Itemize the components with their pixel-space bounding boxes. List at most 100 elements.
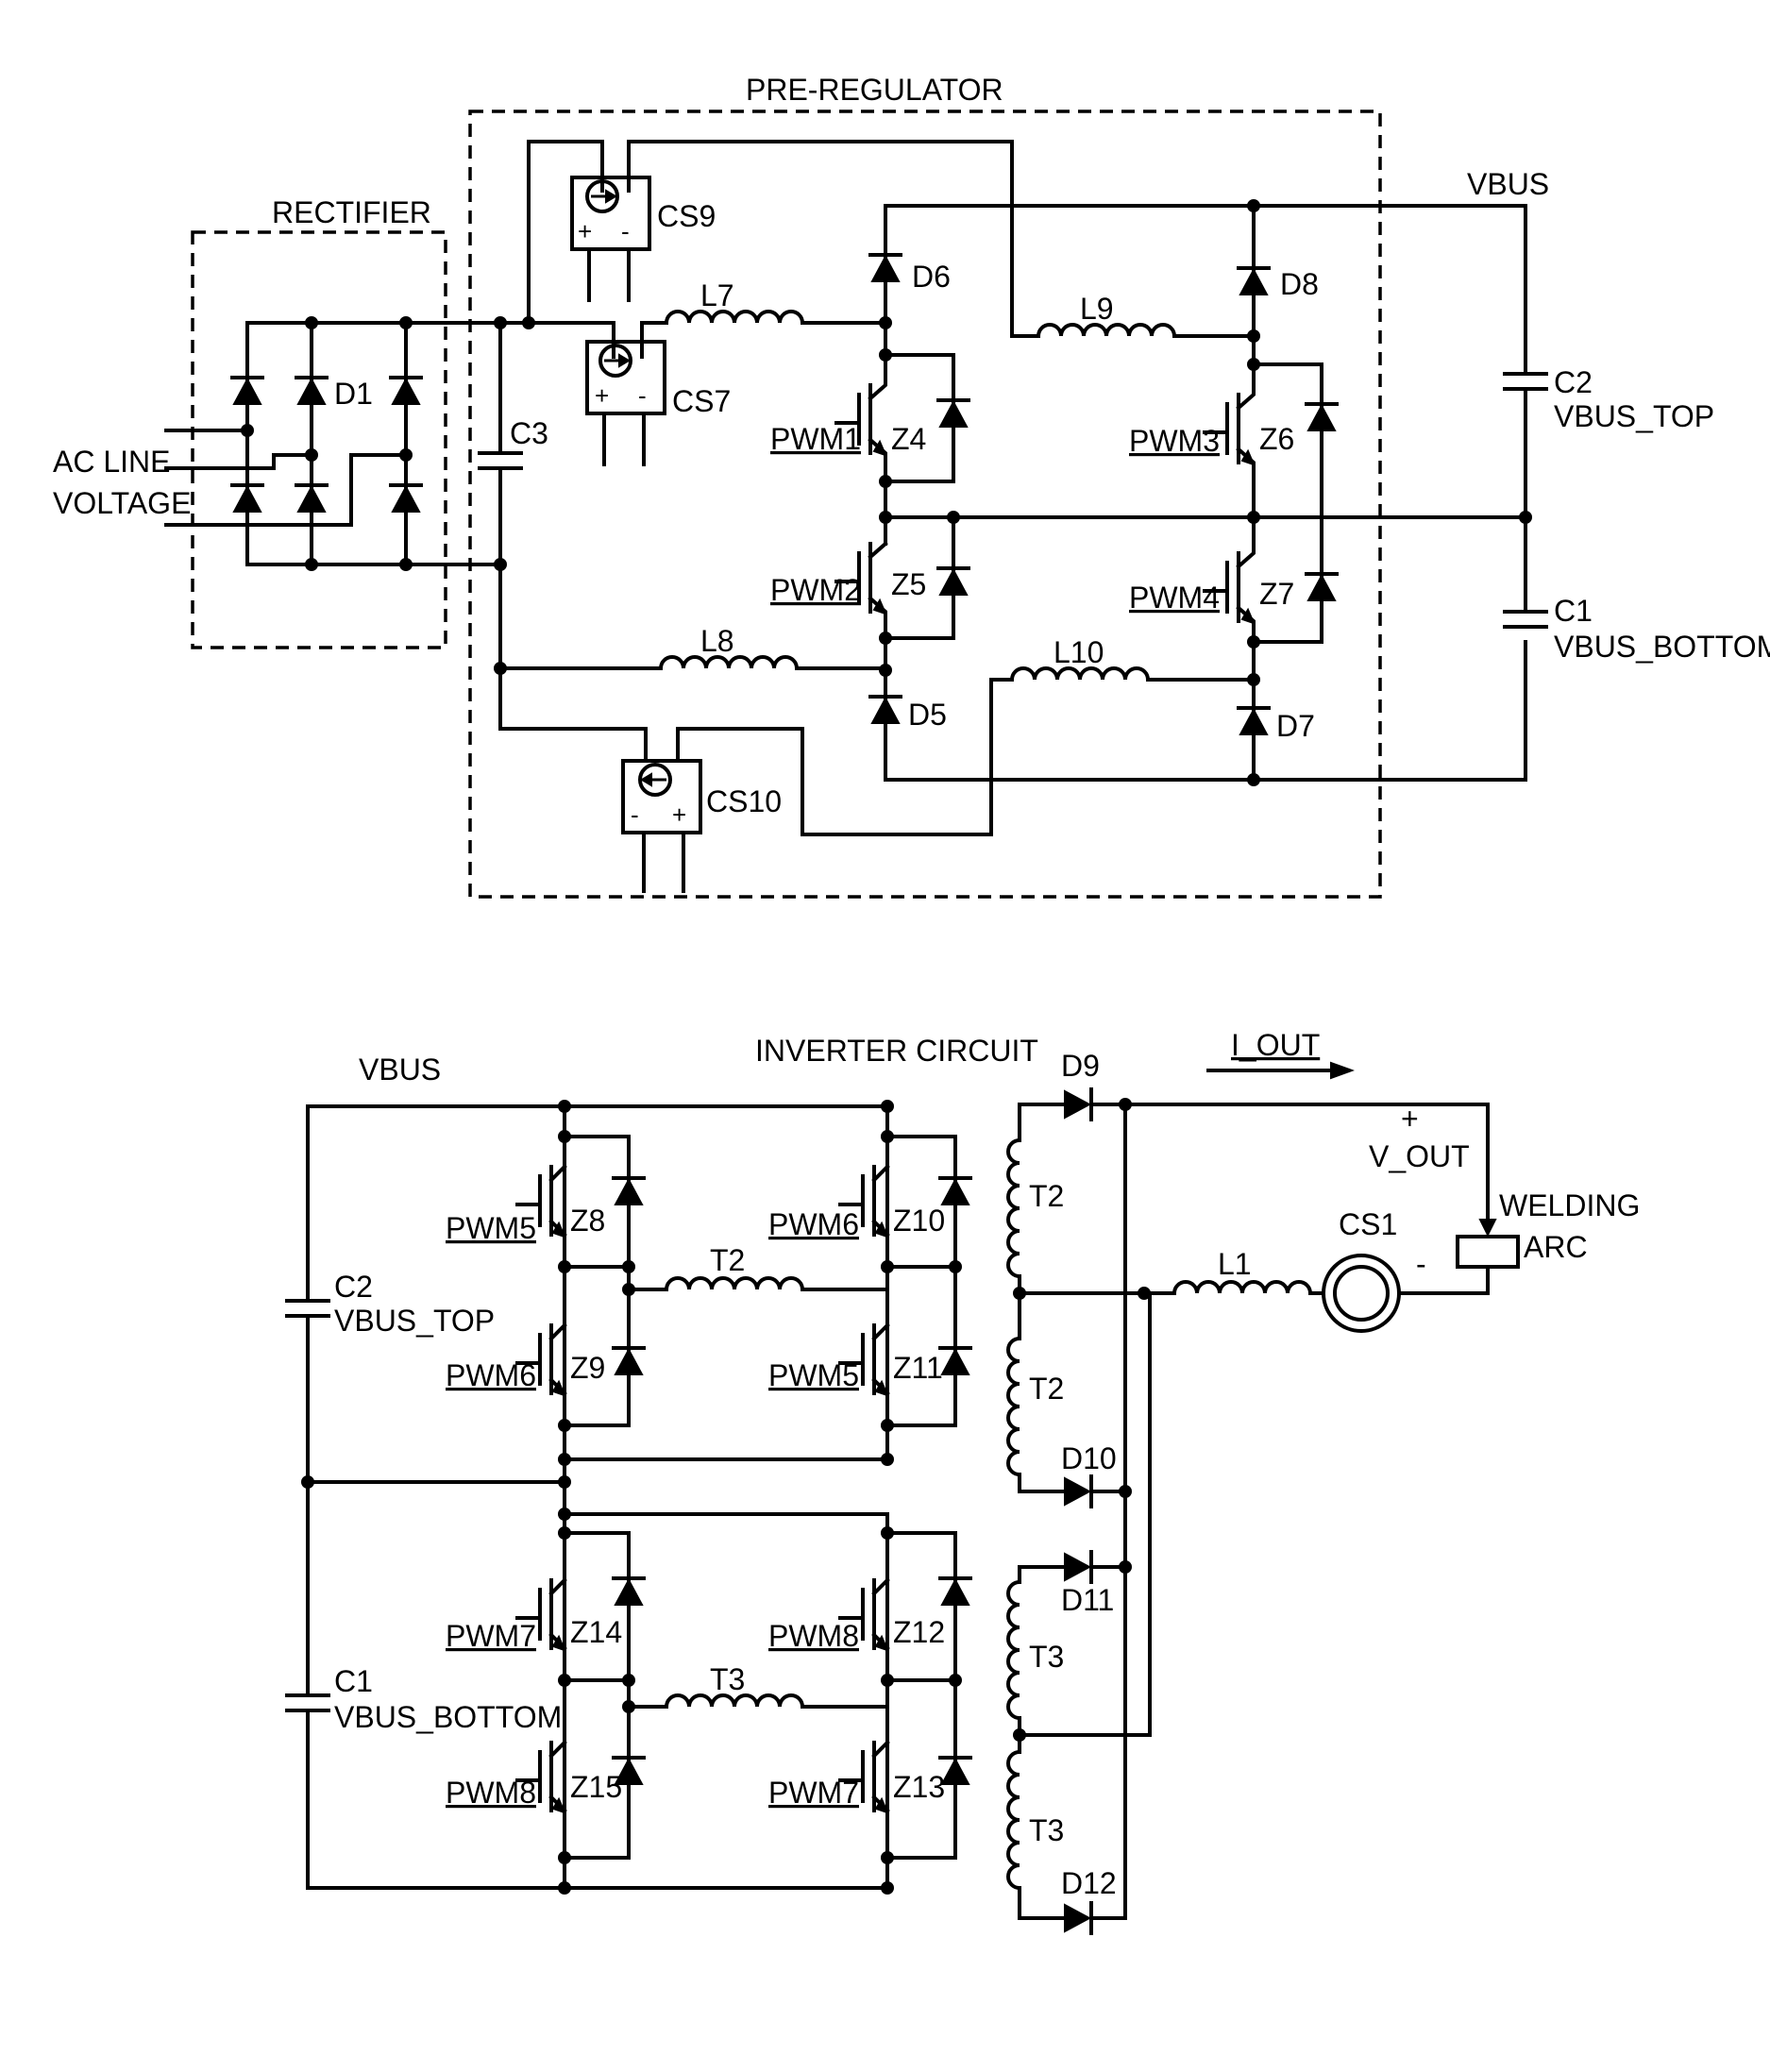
i-out-label: I_OUT: [1231, 1028, 1320, 1062]
freewheel-diode-icon: [940, 402, 967, 427]
t2-secondary-lower-winding: [1008, 1339, 1020, 1474]
inv-c2-sub-label: VBUS_TOP: [334, 1304, 495, 1338]
junction-dot: [882, 1101, 893, 1112]
d6-diode-icon: [872, 257, 899, 281]
t2-secondary-label: T2: [1029, 1179, 1064, 1213]
vbus-bottom-rail: [885, 642, 1526, 780]
inv-c2-label: C2: [334, 1270, 373, 1304]
pwm5-label: PWM5: [446, 1211, 536, 1245]
z13-label: Z13: [893, 1770, 945, 1804]
freewheel-diode-icon: [942, 1580, 969, 1605]
junction-dot: [1014, 1288, 1025, 1299]
t3-secondary-label: T3: [1029, 1640, 1064, 1674]
z4-label: Z4: [891, 422, 926, 456]
t3-secondary-upper-winding: [1008, 1582, 1020, 1718]
junction-dot: [880, 632, 891, 644]
inverter-section: VBUS INVERTER CIRCUIT C2 VBUS_TOP C1 VBU…: [287, 1034, 1038, 1894]
junction-dot: [880, 476, 891, 487]
junction-dot: [1248, 636, 1259, 648]
welding-label: WELDING: [1499, 1188, 1640, 1222]
junction-dot: [400, 449, 412, 461]
freewheel-diode-icon: [615, 1350, 642, 1374]
freewheel-diode-icon: [1308, 406, 1335, 430]
freewheel-diode-icon: [942, 1350, 969, 1374]
junction-dot: [306, 317, 317, 328]
svg-text:-: -: [621, 217, 630, 245]
svg-text:-: -: [638, 381, 647, 410]
t3-primary-winding: [666, 1695, 802, 1707]
pwm6-label: PWM6: [768, 1207, 859, 1241]
pwm6-label: PWM6: [446, 1358, 536, 1392]
t2-secondary-upper-winding: [1008, 1140, 1020, 1276]
z6-label: Z6: [1259, 422, 1294, 456]
junction-dot: [559, 1882, 570, 1894]
welding-arc-icon: [1458, 1237, 1518, 1267]
junction-dot: [306, 559, 317, 570]
ac-line-label: AC LINE: [53, 445, 170, 479]
c2-label: C2: [1554, 365, 1593, 399]
z9-label: Z9: [570, 1351, 605, 1385]
pwm1-label: PWM1: [770, 422, 861, 456]
junction-dot: [302, 1476, 313, 1488]
l10-inductor: [1012, 668, 1148, 680]
l8-inductor: [661, 657, 797, 668]
d5-diode-icon: [872, 699, 899, 723]
bus-capacitors: C2 VBUS_TOP C1 VBUS_BOTTOM: [1505, 365, 1770, 664]
d12-diode-icon: [1065, 1905, 1089, 1931]
v-out-label: V_OUT: [1369, 1139, 1470, 1173]
freewheel-diode-icon: [940, 570, 967, 595]
pwm8-label: PWM8: [446, 1776, 536, 1810]
arc-label: ARC: [1524, 1230, 1588, 1264]
t3-secondary-label: T3: [1029, 1813, 1064, 1847]
rectifier-label: RECTIFIER: [272, 195, 431, 229]
junction-dot: [495, 559, 506, 570]
z7-label: Z7: [1259, 577, 1294, 611]
v-out-plus: +: [1401, 1102, 1419, 1136]
l7-inductor: [666, 312, 802, 323]
rectifier-diode-icon: [234, 487, 261, 512]
d7-label: D7: [1276, 709, 1315, 743]
junction-dot: [242, 425, 253, 436]
rectifier-section: RECTIFIER AC LINE VOLTAGE D1: [53, 195, 529, 648]
pwm8-label: PWM8: [768, 1619, 859, 1653]
junction-dot: [559, 1131, 570, 1142]
vbus-label: VBUS: [1467, 167, 1549, 201]
d6-label: D6: [912, 260, 951, 294]
ac-voltage-label: VOLTAGE: [53, 486, 191, 520]
pwm7-label: PWM7: [768, 1776, 859, 1810]
junction-dot: [559, 1476, 570, 1488]
z10-label: Z10: [893, 1204, 945, 1238]
v-out-minus: -: [1416, 1247, 1426, 1281]
svg-text:-: -: [631, 800, 639, 829]
pwm7-label: PWM7: [446, 1619, 536, 1653]
t2-label: T2: [710, 1243, 745, 1277]
pwm2-label: PWM2: [770, 573, 861, 607]
t2-primary-winding: [666, 1278, 802, 1289]
l1-label: L1: [1218, 1247, 1252, 1281]
pre-regulator-section: PRE-REGULATOR C3 + - CS9 + - CS7: [470, 73, 1549, 897]
junction-dot: [882, 1420, 893, 1431]
l9-inductor: [1038, 325, 1174, 336]
rectifier-diode-icon: [298, 379, 325, 404]
output-stage: T2 T2 T3 T3 D9 D10 D1: [1008, 1028, 1640, 1933]
d11-label: D11: [1061, 1583, 1114, 1617]
t3-label: T3: [710, 1662, 745, 1696]
junction-dot: [495, 317, 506, 328]
d9-label: D9: [1061, 1049, 1100, 1083]
inv-c1-sub-label: VBUS_BOTTOM: [334, 1700, 562, 1734]
rectifier-diode-icon: [393, 379, 419, 404]
z8-label: Z8: [570, 1204, 605, 1238]
inverter-circuit-label: INVERTER CIRCUIT: [755, 1034, 1038, 1068]
z11-label: Z11: [893, 1351, 943, 1385]
l7-label: L7: [700, 278, 734, 312]
rectifier-diode-icon: [298, 487, 325, 512]
d8-diode-icon: [1240, 270, 1267, 295]
d12-label: D12: [1061, 1866, 1117, 1900]
rectifier-diode-icon: [393, 487, 419, 512]
pwm3-label: PWM3: [1129, 424, 1220, 458]
d8-label: D8: [1280, 267, 1319, 301]
pwm5-label: PWM5: [768, 1358, 859, 1392]
d5-label: D5: [908, 698, 947, 732]
